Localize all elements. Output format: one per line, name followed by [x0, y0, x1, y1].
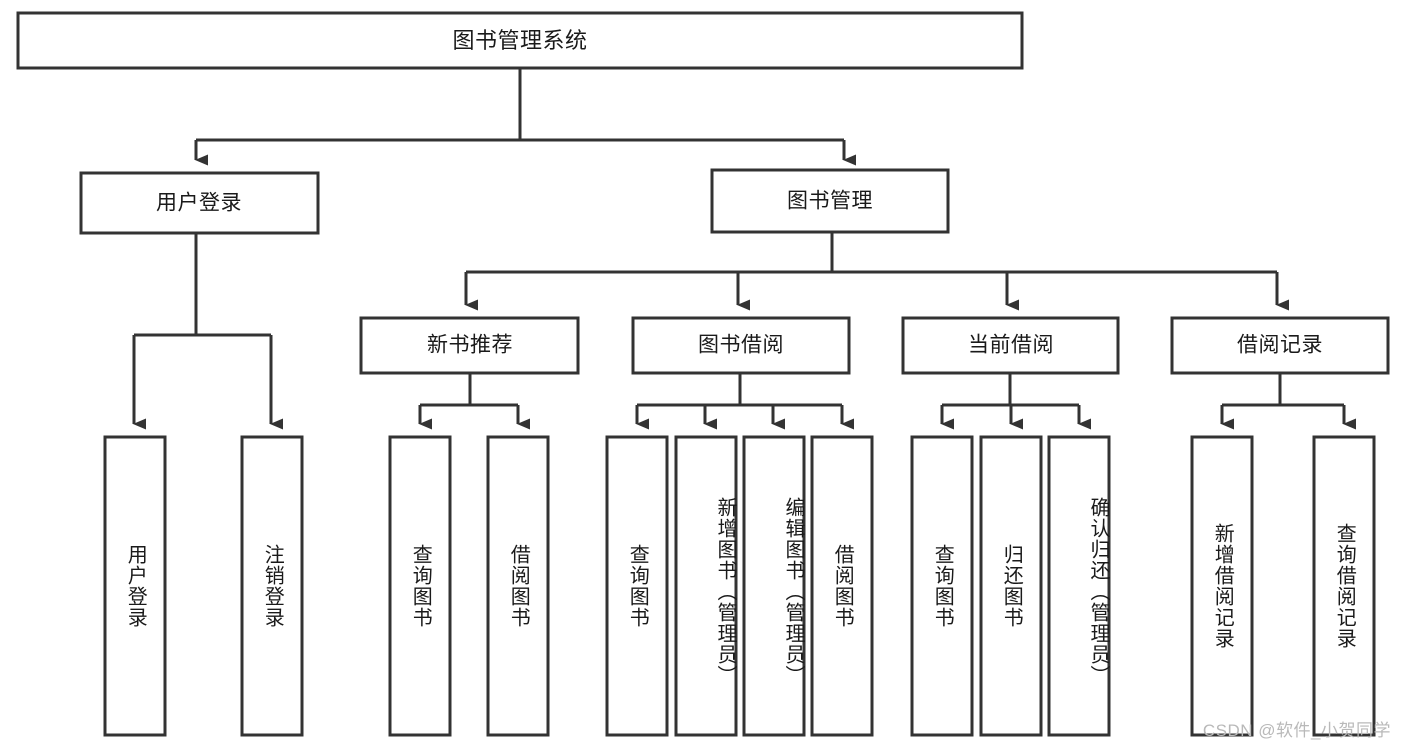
leaf-user-login[interactable]: [103, 435, 167, 737]
node-current-borrow[interactable]: [901, 316, 1120, 375]
edge-bookborrow-to-leaves: [635, 373, 854, 430]
node-book-manage-label: 图书管理: [787, 190, 873, 213]
leaf-add-book[interactable]: [674, 435, 738, 737]
leaf-return-book[interactable]: [979, 435, 1043, 737]
node-root-label: 图书管理系统: [452, 28, 587, 53]
leaf-query-book-3[interactable]: [910, 435, 974, 737]
edge-userlogin-to-leaves: [132, 233, 283, 430]
leaf-borrow-book-1[interactable]: [486, 435, 550, 737]
node-borrow-record-label: 借阅记录: [1237, 334, 1323, 357]
node-user-login-label: 用户登录: [156, 192, 242, 215]
node-current-borrow-label: 当前借阅: [968, 334, 1054, 357]
edge-currentborrow-to-leaves: [940, 373, 1091, 430]
leaf-query-record[interactable]: [1312, 435, 1376, 737]
leaf-add-record[interactable]: [1190, 435, 1254, 737]
leaf-logout[interactable]: [240, 435, 304, 737]
node-book-manage[interactable]: [710, 168, 950, 234]
edge-borrowrecord-to-leaves: [1220, 373, 1356, 430]
leaf-confirm-return[interactable]: [1047, 435, 1111, 737]
node-book-borrow[interactable]: [631, 316, 851, 375]
edge-newbook-to-leaves: [418, 373, 530, 430]
leaf-query-book-1[interactable]: [388, 435, 452, 737]
node-new-book-rec-label: 新书推荐: [427, 334, 513, 357]
node-book-borrow-label: 图书借阅: [698, 334, 784, 357]
leaf-query-book-2[interactable]: [605, 435, 669, 737]
edge-bookmanage-to-children: [464, 232, 1289, 311]
leaf-borrow-book-2[interactable]: [810, 435, 874, 737]
node-root[interactable]: [16, 11, 1024, 70]
leaf-edit-book[interactable]: [742, 435, 806, 737]
node-new-book-rec[interactable]: [359, 316, 580, 375]
edge-root-to-children: [194, 68, 856, 166]
node-user-login[interactable]: [79, 171, 320, 235]
node-borrow-record[interactable]: [1170, 316, 1390, 375]
watermark-text: CSDN @软件_小贺同学: [1202, 721, 1391, 740]
